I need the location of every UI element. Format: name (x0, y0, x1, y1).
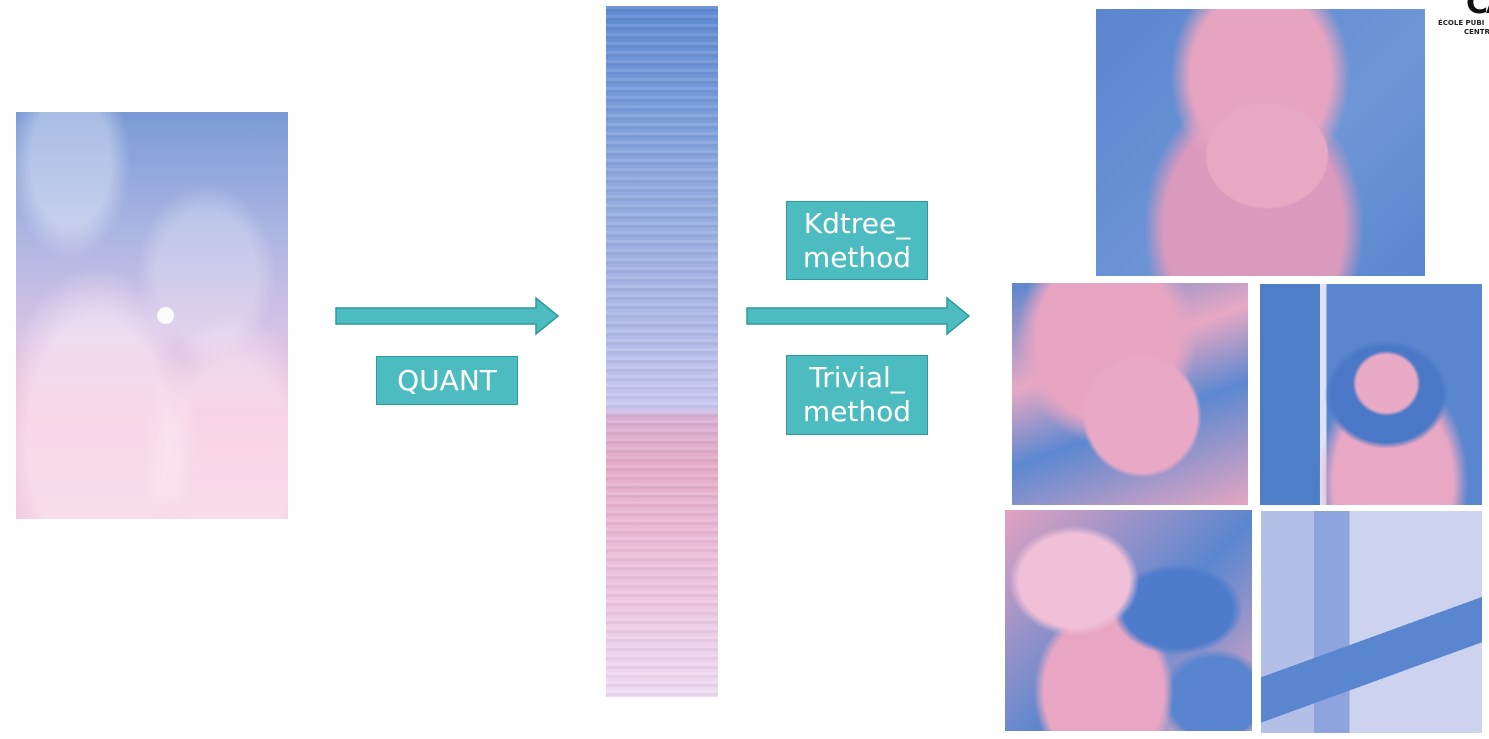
method-arrow (746, 296, 971, 336)
kdtree-method-label: Kdtree_ method (786, 201, 928, 280)
result-lena (1012, 283, 1248, 505)
quant-label: QUANT (376, 356, 518, 405)
color-palette-bar (606, 6, 718, 697)
result-house (1261, 511, 1482, 733)
result-flowers (1005, 510, 1252, 731)
result-portrait-1 (1096, 9, 1425, 276)
result-portrait-2 (1260, 284, 1482, 505)
sky-source-image (16, 112, 288, 519)
logo-text-line-2: CENTRE (1464, 28, 1489, 36)
trivial-method-text: Trivial_ method (802, 361, 912, 428)
kdtree-method-text: Kdtree_ method (802, 207, 912, 274)
logo-text-line-1: ÉCOLE PUBI (1438, 19, 1485, 27)
trivial-method-label: Trivial_ method (786, 355, 928, 435)
school-logo: CA ÉCOLE PUBI CENTRE (1438, 0, 1489, 40)
logo-mark: CA (1466, 0, 1489, 21)
quant-arrow (335, 296, 560, 336)
